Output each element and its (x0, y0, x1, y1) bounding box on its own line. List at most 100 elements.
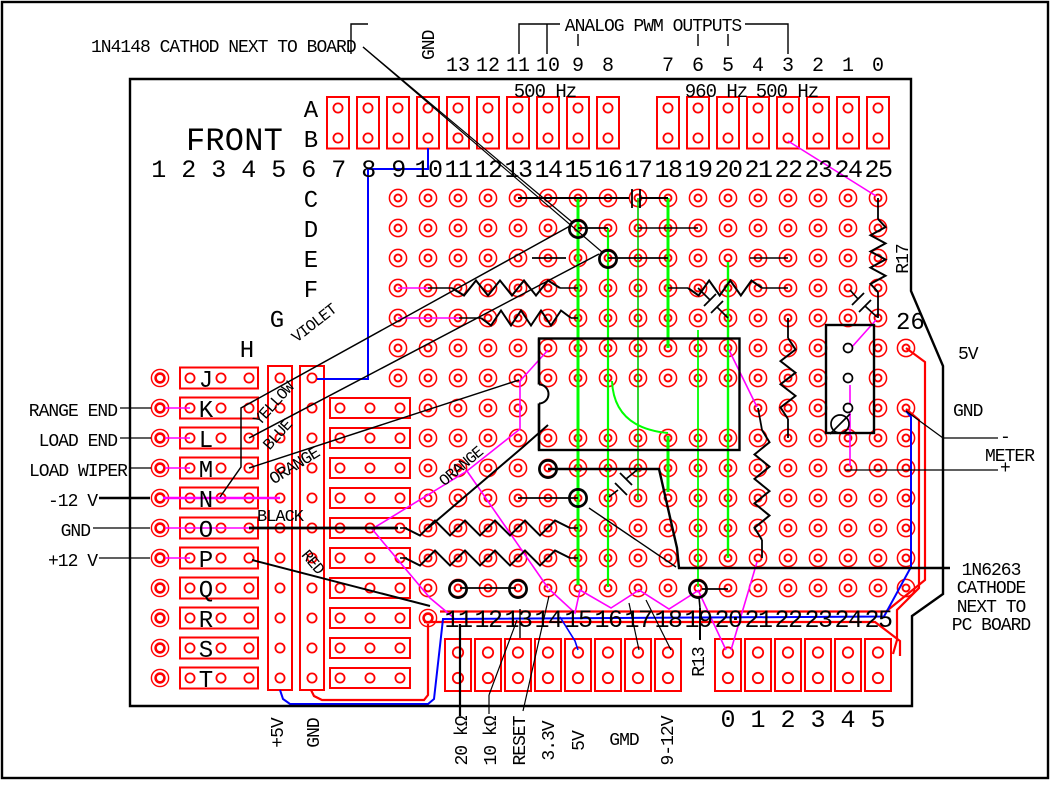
svg-text:0: 0 (720, 706, 735, 735)
svg-text:25: 25 (864, 606, 892, 635)
svg-text:ANALOG PWM OUTPUTS: ANALOG PWM OUTPUTS (565, 17, 742, 37)
svg-text:GND: GND (420, 30, 440, 60)
svg-text:+12 V: +12 V (48, 552, 98, 572)
svg-text:5: 5 (271, 156, 285, 185)
svg-text:16: 16 (594, 606, 622, 635)
svg-text:RESET: RESET (511, 715, 531, 765)
svg-text:15: 15 (564, 156, 592, 185)
svg-text:R17: R17 (894, 244, 914, 274)
svg-text:12: 12 (474, 156, 502, 185)
svg-text:13: 13 (504, 156, 532, 185)
svg-text:8: 8 (602, 55, 614, 78)
svg-text:1: 1 (750, 706, 765, 735)
svg-text:GND: GND (305, 718, 325, 748)
svg-text:H: H (240, 338, 254, 365)
svg-text:LOAD WIPER: LOAD WIPER (29, 462, 128, 482)
svg-text:J: J (199, 368, 213, 395)
svg-text:3.3V: 3.3V (540, 720, 560, 760)
svg-text:G: G (270, 308, 284, 335)
svg-text:13: 13 (504, 606, 532, 635)
svg-text:9: 9 (391, 156, 405, 185)
svg-text:CATHODE: CATHODE (957, 579, 1026, 599)
svg-text:C: C (304, 188, 318, 215)
svg-text:7: 7 (331, 156, 345, 185)
svg-text:22: 22 (774, 156, 802, 185)
svg-text:4: 4 (752, 55, 764, 78)
svg-text:2: 2 (812, 55, 824, 78)
svg-text:25: 25 (864, 156, 892, 185)
svg-text:4: 4 (241, 156, 255, 185)
svg-text:VIOLET: VIOLET (289, 301, 341, 347)
svg-text:F: F (304, 278, 318, 305)
svg-text:14: 14 (534, 156, 562, 185)
svg-text:17: 17 (624, 606, 652, 635)
svg-text:1: 1 (151, 156, 165, 185)
svg-text:PC BOARD: PC BOARD (952, 616, 1031, 636)
svg-text:-12 V: -12 V (48, 492, 98, 512)
svg-text:11: 11 (506, 55, 530, 78)
svg-text:23: 23 (804, 156, 832, 185)
svg-text:5: 5 (870, 706, 885, 735)
svg-text:5V: 5V (570, 730, 590, 751)
svg-text:21: 21 (744, 606, 772, 635)
svg-text:GMD: GMD (609, 731, 639, 751)
svg-text:10: 10 (536, 55, 560, 78)
svg-text:RANGE END: RANGE END (29, 402, 117, 422)
svg-text:24: 24 (834, 606, 862, 635)
svg-text:GND: GND (61, 522, 91, 542)
svg-text:19: 19 (684, 156, 712, 185)
svg-text:960 Hz: 960 Hz (685, 81, 747, 103)
svg-text:E: E (304, 248, 318, 275)
svg-text:11: 11 (444, 606, 472, 635)
svg-text:16: 16 (594, 156, 622, 185)
svg-text:METER: METER (985, 447, 1035, 467)
svg-text:20: 20 (714, 606, 742, 635)
svg-text:-: - (1000, 428, 1010, 448)
svg-text:9-12V: 9-12V (659, 715, 679, 765)
svg-text:+5V: +5V (269, 717, 289, 748)
svg-text:O: O (199, 518, 213, 545)
svg-text:FRONT: FRONT (186, 123, 283, 160)
svg-text:K: K (199, 398, 214, 425)
svg-text:10: 10 (414, 156, 442, 185)
svg-text:20 kΩ: 20 kΩ (453, 715, 473, 765)
svg-text:3: 3 (782, 55, 794, 78)
svg-text:7: 7 (662, 55, 674, 78)
svg-text:A: A (304, 98, 319, 125)
svg-text:10 kΩ: 10 kΩ (482, 715, 502, 765)
svg-text:BLACK: BLACK (257, 508, 305, 527)
svg-text:R13: R13 (690, 647, 710, 677)
svg-text:GND: GND (953, 402, 983, 422)
svg-text:17: 17 (624, 156, 652, 185)
svg-text:N: N (199, 488, 213, 515)
svg-text:2: 2 (780, 706, 795, 735)
svg-text:6: 6 (301, 156, 315, 185)
svg-text:19: 19 (684, 606, 712, 635)
svg-text:5: 5 (722, 55, 734, 78)
svg-text:500 Hz: 500 Hz (756, 81, 818, 103)
svg-text:2: 2 (181, 156, 195, 185)
svg-text:T: T (199, 668, 213, 695)
svg-text:500 Hz: 500 Hz (514, 81, 576, 103)
svg-text:+: + (1000, 459, 1010, 479)
svg-text:22: 22 (774, 606, 802, 635)
svg-text:24: 24 (834, 156, 862, 185)
svg-text:D: D (304, 218, 318, 245)
svg-text:B: B (304, 128, 318, 155)
svg-text:3: 3 (810, 706, 825, 735)
svg-text:5V: 5V (958, 345, 979, 365)
svg-text:L: L (199, 428, 213, 455)
svg-text:6: 6 (692, 55, 704, 78)
svg-text:12: 12 (474, 606, 502, 635)
svg-text:13: 13 (446, 55, 470, 78)
svg-text:18: 18 (654, 606, 682, 635)
svg-text:23: 23 (804, 606, 832, 635)
svg-text:3: 3 (211, 156, 225, 185)
svg-text:0: 0 (872, 55, 884, 78)
svg-text:S: S (199, 638, 213, 665)
svg-text:11: 11 (444, 156, 472, 185)
svg-text:P: P (199, 548, 213, 575)
svg-text:20: 20 (714, 156, 742, 185)
svg-text:1N6263: 1N6263 (962, 561, 1021, 581)
svg-text:4: 4 (840, 706, 855, 735)
